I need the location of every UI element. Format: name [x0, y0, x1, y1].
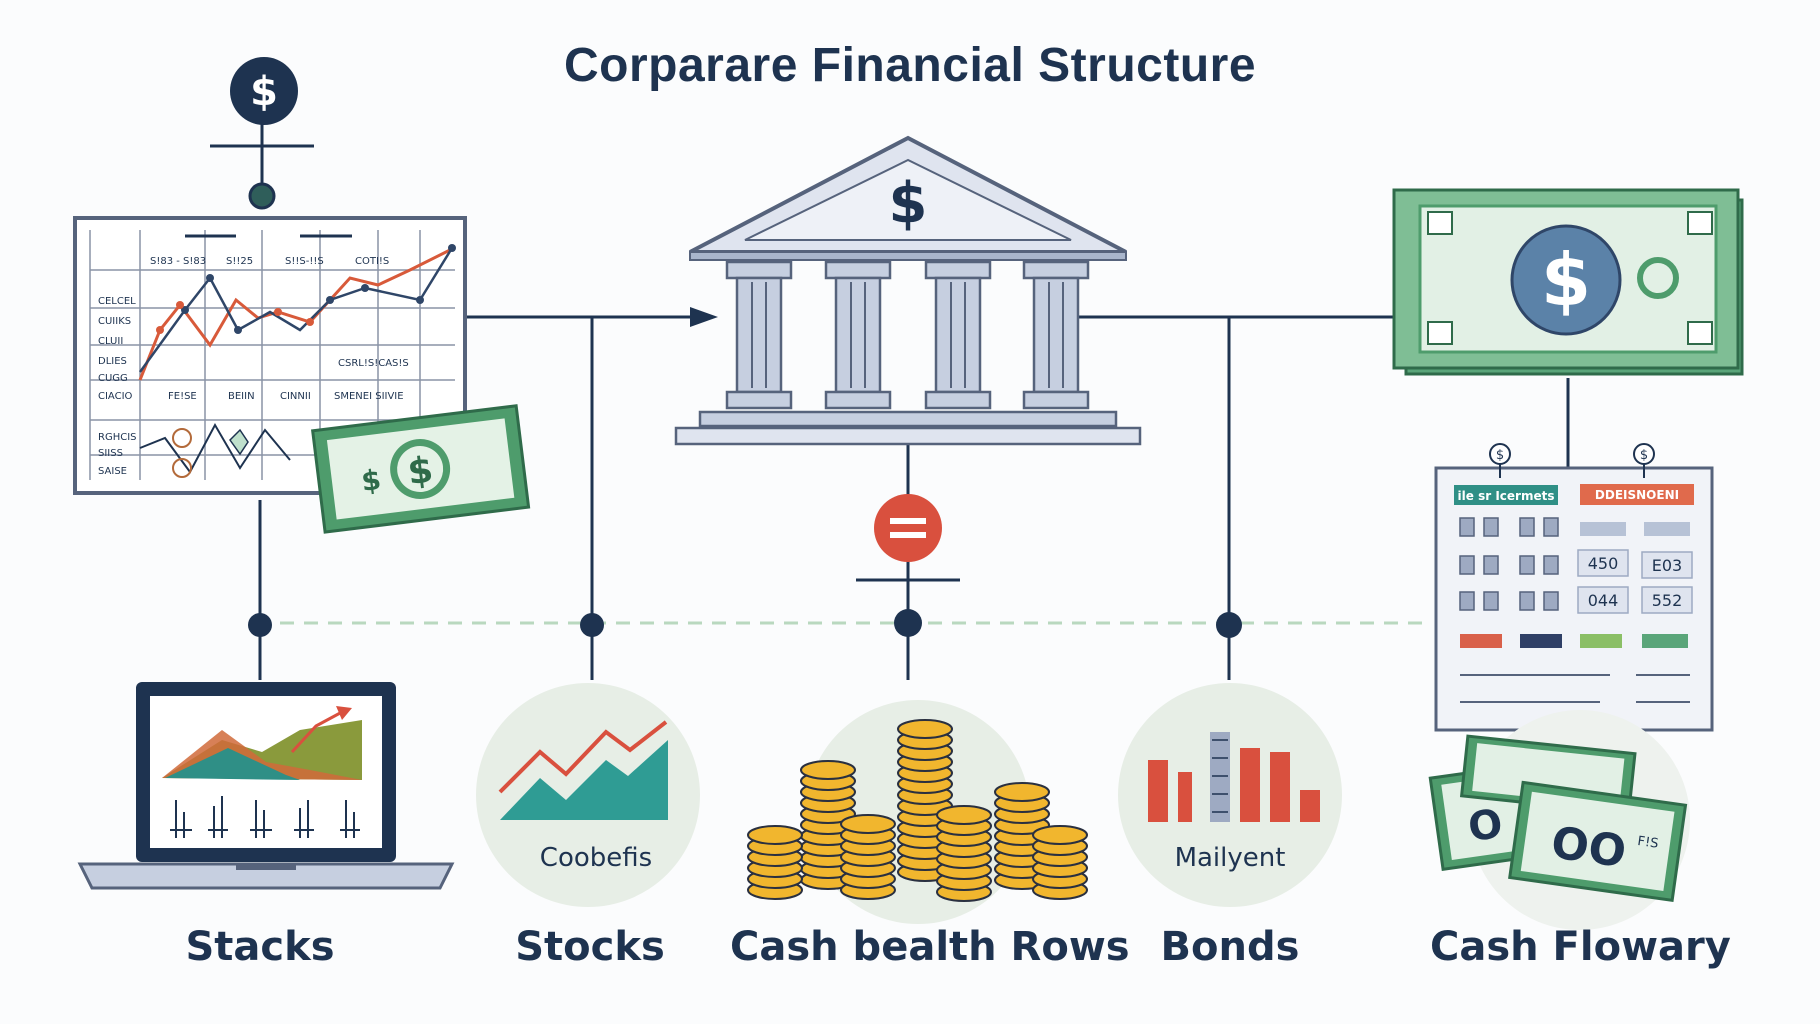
coin	[840, 814, 896, 834]
label-cash-flowary: Cash Flowary	[1430, 924, 1731, 970]
svg-text:$: $	[250, 69, 278, 115]
laptop-icon	[77, 682, 455, 890]
ledger-value: 552	[1652, 591, 1683, 610]
sheet-col-header: COTI!S	[355, 256, 389, 267]
coin	[1032, 825, 1088, 845]
label-stacks: Stacks	[185, 924, 335, 970]
sheet-row-label: CUIIKS	[98, 316, 131, 327]
sheet-row-label: SAISE	[98, 466, 127, 477]
sheet-col-header: S!83 - S!83	[150, 256, 206, 267]
sheet-line-red	[138, 248, 451, 381]
coin	[800, 760, 856, 780]
sheet-row-label: SIISS	[98, 448, 123, 459]
svg-text:$: $	[1640, 448, 1648, 463]
ledger-value: 450	[1588, 554, 1619, 573]
sheet-footer-label: SMENEI SIIVIE	[334, 391, 404, 402]
sheet-row-label: CELCEL	[98, 296, 136, 307]
coin	[897, 719, 953, 739]
junction-dots	[248, 609, 1242, 638]
svg-text:$: $	[1541, 238, 1591, 322]
bonds-bubble-caption: Mailyent	[1175, 843, 1286, 873]
bonds-bubble: Mailyent	[1118, 683, 1342, 907]
sheet-footer-label: BEIIN	[228, 391, 255, 402]
sheet-footer-label: CINNII	[280, 391, 311, 402]
sheet-row-label: RGHCIS	[98, 432, 137, 443]
ledger-value: 044	[1588, 591, 1619, 610]
top-node-dot	[248, 182, 276, 210]
svg-text:O: O	[1465, 801, 1505, 851]
junction-dot	[580, 613, 604, 637]
sheet-col-header: S!!S-!!S	[285, 256, 324, 267]
sheet-line-navy	[138, 247, 454, 373]
ledger-panel: $ $ ile sr Icermets DDEISNOENI	[1434, 443, 1714, 732]
label-bonds: Bonds	[1160, 924, 1300, 970]
cash-stack-icon: O OO F!S	[1428, 710, 1690, 930]
sheet-row-label: CUGG	[98, 373, 128, 384]
coin	[747, 825, 803, 845]
svg-text:$: $	[889, 171, 928, 236]
ledger-value: E03	[1652, 556, 1682, 575]
sheet-footer-label: FE!SE	[168, 391, 197, 402]
svg-text:$: $	[359, 463, 382, 498]
svg-text:$: $	[1496, 448, 1504, 463]
ledger-tab-left: ile sr Icermets	[1458, 489, 1555, 503]
banknote-icon: $	[1392, 188, 1744, 376]
label-stocks: Stocks	[515, 924, 665, 970]
banknote-icon: $ $	[310, 404, 531, 534]
ledger-tab-right: DDEISNOENI	[1595, 488, 1679, 502]
stocks-bubble-caption: Coobefis	[540, 843, 652, 873]
arrowhead	[690, 307, 718, 327]
junction-dot	[248, 613, 272, 637]
sheet-col-header: S!!25	[226, 256, 253, 267]
junction-dot	[1216, 612, 1242, 638]
svg-text:$: $	[405, 450, 435, 494]
junction-dot	[894, 609, 922, 637]
equals-icon	[874, 494, 942, 562]
dollar-icon: $	[230, 57, 298, 125]
sheet-row-label: CLUII	[98, 336, 123, 347]
coin	[994, 782, 1050, 802]
sheet-tag: CSRL!S!CAS!S	[338, 358, 409, 369]
label-cash-health-rows: Cash bealth Rows	[730, 924, 1130, 970]
stocks-bubble: Coobefis	[476, 683, 700, 907]
sheet-row-label: DLIES	[98, 356, 127, 367]
svg-text:F!S: F!S	[1636, 834, 1659, 852]
svg-text:OO: OO	[1548, 817, 1629, 878]
coins-icon	[747, 700, 1088, 924]
coin	[936, 805, 992, 825]
page-title: Corparare Financial Structure	[563, 39, 1257, 92]
sheet-row-label: CIACIO	[98, 391, 133, 402]
bank-icon: $	[674, 135, 1142, 446]
